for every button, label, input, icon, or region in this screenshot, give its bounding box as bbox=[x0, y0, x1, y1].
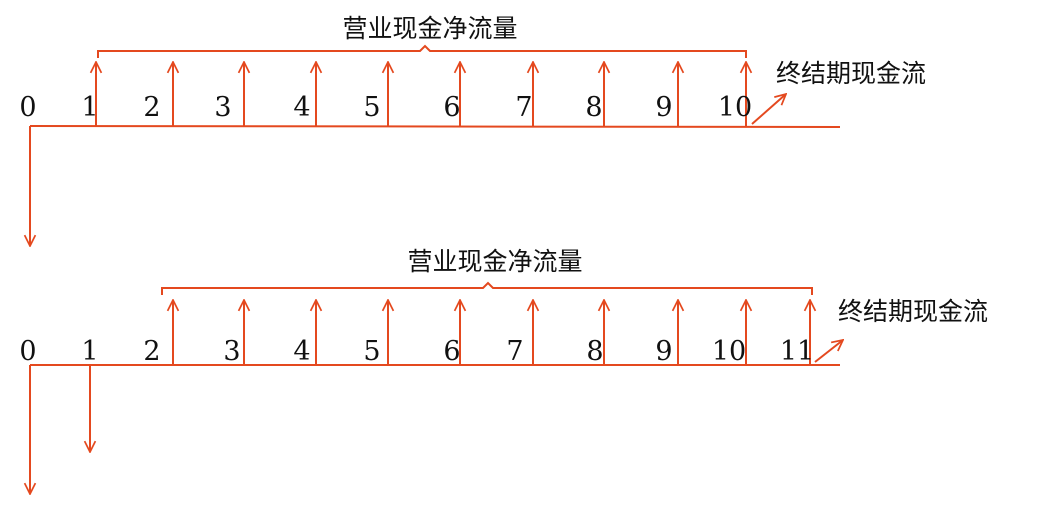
timeline-1-axis bbox=[29, 125, 841, 128]
period-label: 5 bbox=[363, 92, 380, 123]
period-label: 9 bbox=[655, 336, 672, 367]
period-label: 1 bbox=[81, 92, 98, 123]
period-label: 7 bbox=[506, 336, 523, 367]
period-label: 3 bbox=[223, 336, 240, 367]
period-label: 2 bbox=[143, 92, 160, 123]
timeline-1-operating-label: 营业现金净流量 bbox=[342, 14, 517, 43]
timeline-2-terminal-arrow bbox=[814, 340, 843, 363]
period-label: 4 bbox=[293, 92, 310, 123]
period-label: 8 bbox=[586, 336, 603, 367]
period-label: 7 bbox=[515, 92, 532, 123]
period-label: 11 bbox=[780, 336, 814, 367]
timeline-1-inflow-arrows bbox=[96, 62, 746, 126]
timeline-1-operating-bracket bbox=[97, 44, 747, 58]
timeline-1-terminal-arrow bbox=[751, 94, 786, 125]
period-label: 4 bbox=[293, 336, 310, 367]
period-label: 2 bbox=[143, 336, 160, 367]
timeline-2-operating-bracket bbox=[161, 281, 813, 295]
period-label: 1 bbox=[81, 336, 98, 367]
period-label: 3 bbox=[214, 92, 231, 123]
period-label: 0 bbox=[19, 92, 36, 123]
period-label: 6 bbox=[443, 92, 460, 123]
timeline-1: 营业现金净流量 终结期现金流 0 1 2 3 4 5 6 7 8 9 10 bbox=[19, 14, 926, 246]
period-label: 8 bbox=[585, 92, 602, 123]
period-label: 9 bbox=[655, 92, 672, 123]
timeline-2-period-labels: 0 1 2 3 4 5 6 7 8 9 10 11 bbox=[19, 336, 814, 367]
timeline-2-operating-label: 营业现金净流量 bbox=[407, 247, 582, 276]
period-label: 5 bbox=[363, 336, 380, 367]
timeline-1-terminal-label: 终结期现金流 bbox=[776, 59, 926, 88]
period-label: 10 bbox=[718, 92, 752, 123]
timeline-2-terminal-label: 终结期现金流 bbox=[838, 297, 988, 326]
timeline-2-inflow-arrows bbox=[173, 300, 810, 365]
period-label: 10 bbox=[712, 336, 746, 367]
timeline-1-period-labels: 0 1 2 3 4 5 6 7 8 9 10 bbox=[19, 92, 752, 123]
timeline-2: 营业现金净流量 终结期现金流 0 1 2 3 4 5 6 7 8 9 10 11 bbox=[19, 247, 988, 494]
period-label: 0 bbox=[19, 336, 36, 367]
period-label: 6 bbox=[443, 336, 460, 367]
